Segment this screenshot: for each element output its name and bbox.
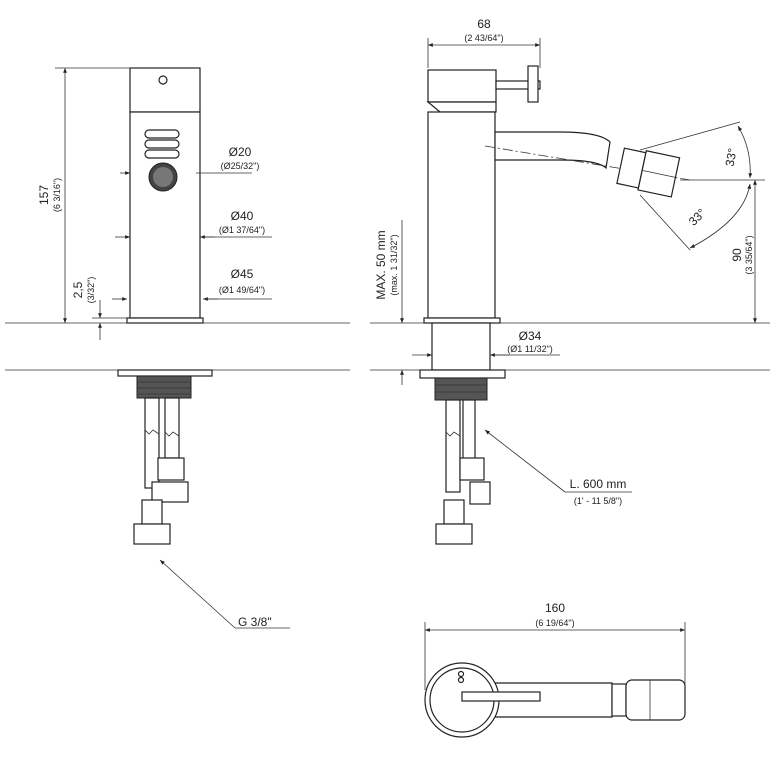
dim-base-diameter: Ø45 (Ø1 49/64")	[112, 267, 272, 301]
dim-value: Ø20	[229, 145, 252, 159]
dim-imperial: (2 43/64")	[464, 33, 503, 43]
angle-up: 33°	[723, 147, 740, 167]
side-view	[419, 38, 691, 545]
dim-value: 157	[37, 185, 51, 205]
dim-imperial: (max. 1 31/32")	[389, 234, 399, 295]
dim-width-68: 68 (2 43/64")	[428, 17, 540, 47]
dim-imperial: (Ø1 37/64")	[219, 225, 265, 235]
top-view	[424, 622, 686, 738]
dim-height-157: 157 (6 3/16")	[37, 67, 130, 323]
dim-shank-diameter: Ø34 (Ø1 11/32")	[412, 329, 560, 357]
dim-value: Ø40	[231, 209, 254, 223]
dim-value: L. 600 mm	[570, 477, 627, 491]
dim-value: 68	[477, 17, 491, 31]
angle-down: 33°	[686, 206, 709, 229]
dim-value: MAX. 50 mm	[374, 230, 388, 299]
dim-imperial: (Ø1 11/32")	[507, 344, 553, 354]
dim-value: 90	[730, 248, 744, 262]
dim-body-diameter: Ø40 (Ø1 37/64")	[115, 209, 272, 239]
dim-max-deck: MAX. 50 mm (max. 1 31/32")	[374, 220, 404, 385]
dim-value: Ø34	[519, 329, 542, 343]
dim-imperial: (Ø1 49/64")	[219, 285, 265, 295]
dim-value: G 3/8"	[238, 615, 272, 629]
dim-spout-height-90: 90 (3 35/64")	[730, 179, 757, 323]
dim-value: 2,5	[71, 281, 85, 298]
dim-length-160: 160 (6 19/64")	[425, 601, 685, 632]
dim-value: Ø45	[231, 267, 254, 281]
front-view	[117, 67, 213, 545]
dim-value: 160	[545, 601, 565, 615]
dim-imperial: (3/32")	[86, 277, 96, 304]
dim-imperial: (3 35/64")	[744, 235, 754, 274]
spout-aerator	[144, 129, 180, 192]
dim-base-height: 2,5 (3/32")	[71, 277, 127, 340]
dim-spout-diameter: Ø20 (Ø25/32")	[120, 145, 260, 175]
leader-connection: G 3/8"	[159, 559, 290, 629]
dim-imperial: (6 19/64")	[535, 618, 574, 628]
dim-imperial: (1' - 11 5/8")	[574, 496, 622, 506]
leader-hose-length: L. 600 mm (1' - 11 5/8")	[484, 429, 632, 506]
dim-imperial: (Ø25/32")	[221, 161, 260, 171]
countertop	[5, 322, 770, 371]
dim-imperial: (6 3/16")	[52, 178, 62, 212]
